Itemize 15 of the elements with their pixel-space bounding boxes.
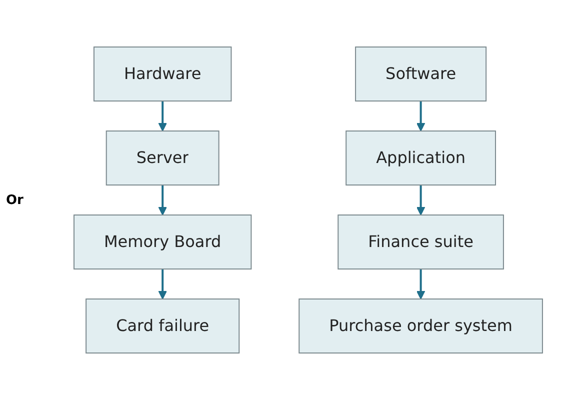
node-box: Card failure — [85, 298, 240, 354]
node-box: Purchase order system — [298, 298, 543, 354]
arrow — [158, 101, 167, 132]
arrow — [416, 101, 425, 132]
node-box: Hardware — [93, 46, 232, 102]
node-box: Finance suite — [337, 214, 504, 270]
node-box: Memory Board — [73, 214, 252, 270]
node-box: Server — [106, 130, 220, 186]
note-text: Or — [6, 192, 24, 208]
node-box: Software — [354, 46, 486, 102]
arrow — [158, 185, 167, 216]
arrow — [416, 185, 425, 216]
arrow — [158, 269, 167, 300]
node-box: Application — [345, 130, 496, 186]
arrow — [416, 269, 425, 300]
